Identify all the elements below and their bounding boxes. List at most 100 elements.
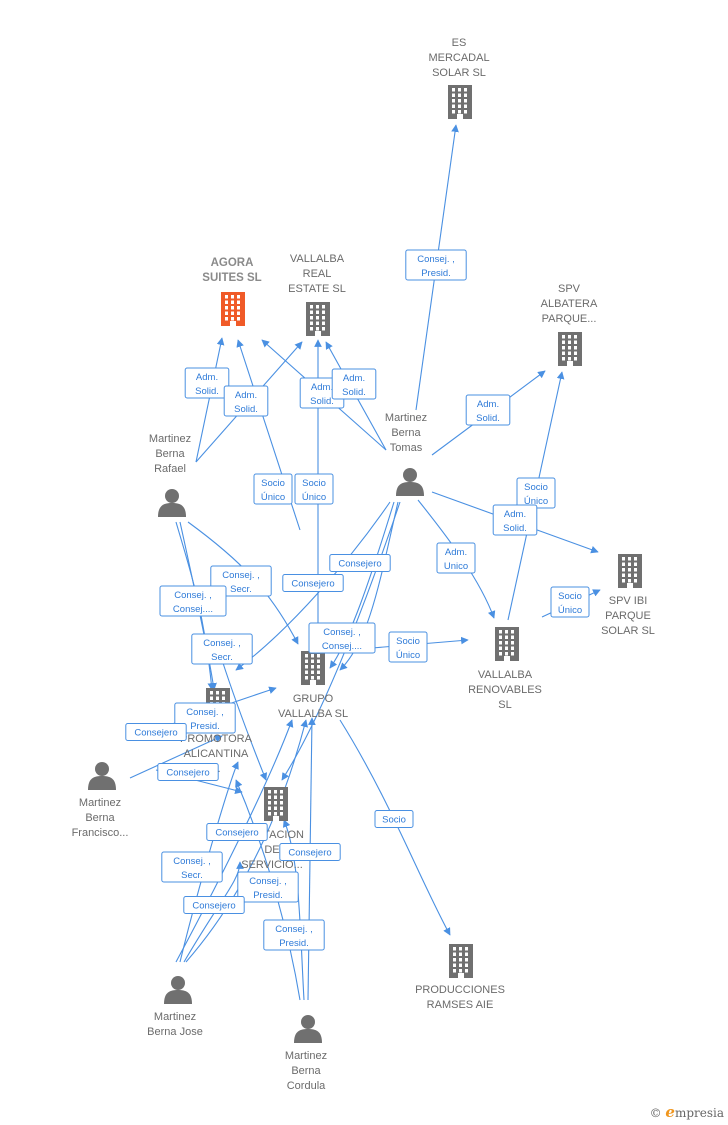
edge-label[interactable]: Consej. ,Presid. [263, 919, 325, 951]
edge-label-box [329, 554, 391, 572]
node-label[interactable]: Francisco... [72, 827, 129, 839]
node-label[interactable]: VALLALBA [478, 669, 533, 681]
node-label[interactable]: Martinez [79, 797, 121, 809]
edge-label[interactable]: Consej. ,Consej.... [308, 622, 376, 654]
node-label[interactable]: RAMSES AIE [427, 999, 494, 1011]
company-node-vallalba-real[interactable]: VALLALBA REAL ESTATE SL [288, 253, 346, 336]
company-node-gestion[interactable]: GESTACIONDESERVICIO... [240, 787, 304, 871]
node-label[interactable]: PARQUE [605, 610, 651, 622]
edge-line [195, 337, 225, 463]
edge-label[interactable]: Consej. ,Consej.... [159, 585, 227, 617]
node-label[interactable]: SPV IBI [609, 595, 648, 607]
person-node-francisco[interactable]: MartinezBernaFrancisco... [72, 762, 129, 839]
node-label[interactable]: VALLALBA SL [278, 708, 348, 720]
node-label[interactable]: SPV [558, 283, 581, 295]
building-icon [301, 651, 325, 685]
node-label[interactable]: PROMOTORA [180, 733, 253, 745]
company-node-vallalba-renov[interactable]: VALLALBA RENOVABLES SL [468, 627, 542, 711]
edge-label-text: Solid. [310, 396, 334, 407]
edge-label-box [191, 633, 253, 665]
edge-label-text: Solid. [476, 413, 500, 424]
edge-line [339, 719, 451, 936]
edge-label[interactable]: Adm.Solid. [223, 385, 269, 417]
company-node-grupo-vallalba[interactable]: GRUPO VALLALBA SL [278, 651, 348, 720]
node-label[interactable]: Martinez [149, 433, 191, 445]
node-label[interactable]: ES [452, 37, 467, 49]
building-icon [618, 554, 642, 588]
node-label[interactable]: Rafael [154, 463, 186, 475]
node-label[interactable]: Cordula [287, 1080, 326, 1092]
edge-label-box [550, 586, 590, 618]
company-node-spv-ibi[interactable]: SPV IBI PARQUE SOLAR SL [601, 554, 655, 637]
edge-label-box [237, 871, 299, 903]
edge-label[interactable]: Consejero [279, 843, 341, 861]
person-icon [158, 489, 186, 517]
node-label[interactable]: MERCADAL [428, 52, 489, 64]
node-label[interactable]: SUITES SL [202, 272, 261, 284]
node-label[interactable]: PARQUE... [542, 313, 597, 325]
edge-label[interactable]: Consejero [329, 554, 391, 572]
node-label[interactable]: AGORA [211, 257, 254, 269]
node-label[interactable]: ALICANTINA [184, 748, 249, 760]
edge-label[interactable]: Consej. ,Presid. [237, 871, 299, 903]
node-label[interactable]: ALBATERA [541, 298, 598, 310]
edge-label[interactable]: Consejero [282, 574, 344, 592]
edge-label[interactable]: Consej. ,Presid. [174, 702, 236, 734]
node-label[interactable]: PRODUCCIONES [415, 984, 505, 996]
edge-label-box [282, 574, 344, 592]
node-label[interactable]: Martinez [154, 1011, 196, 1023]
company-node-es-mercadal[interactable]: ES MERCADAL SOLAR SL [428, 37, 490, 119]
node-label[interactable]: Tomas [390, 442, 423, 454]
building-icon [558, 332, 582, 366]
edge-label-box [161, 851, 223, 883]
node-label[interactable]: Berna [291, 1065, 321, 1077]
edge-label[interactable]: Adm.Solid. [492, 504, 538, 536]
edge-label[interactable]: Consejero [206, 823, 268, 841]
edge-line [221, 659, 268, 781]
empresia-logo[interactable]: © empresia [649, 1103, 724, 1121]
node-label[interactable]: VALLALBA [290, 253, 345, 265]
edge-label[interactable]: Adm.Solid. [331, 368, 377, 400]
edge-label[interactable]: Adm.Solid. [465, 394, 511, 426]
node-label[interactable]: Berna Jose [147, 1026, 203, 1038]
edge-label[interactable]: Consej. ,Secr. [191, 633, 253, 665]
person-icon [396, 468, 424, 496]
company-node-spv-albatera[interactable]: SPV ALBATERA PARQUE... [541, 283, 598, 366]
node-label[interactable]: ESTATE SL [288, 283, 346, 295]
node-label[interactable]: SERVICIO... [241, 859, 303, 871]
company-node-producciones[interactable]: PRODUCCIONES RAMSES AIE [415, 944, 505, 1011]
node-label[interactable]: RENOVABLES [468, 684, 542, 696]
node-label[interactable]: REAL [303, 268, 332, 280]
node-label[interactable]: SL [498, 699, 511, 711]
node-label[interactable]: SOLAR SL [601, 625, 655, 637]
node-label[interactable]: Berna [85, 812, 115, 824]
edge-label[interactable]: Consej. ,Secr. [161, 851, 223, 883]
node-label[interactable]: Martinez [385, 412, 427, 424]
edge-label[interactable]: Adm.Solid. [184, 367, 230, 399]
edge-label[interactable]: Consejero [125, 723, 187, 741]
node-label[interactable]: SOLAR SL [432, 67, 486, 79]
edge-label-box [157, 763, 219, 781]
node-label[interactable]: Berna [391, 427, 421, 439]
company-node-agora[interactable]: AGORA SUITES SL [202, 257, 262, 326]
node-label[interactable]: Martinez [285, 1050, 327, 1062]
edge-label[interactable]: Socio [374, 810, 414, 828]
edge-label[interactable]: Consejero [183, 896, 245, 914]
edge-label[interactable]: Consejero [157, 763, 219, 781]
edge-label[interactable]: Consej. ,Presid. [405, 249, 467, 281]
node-label[interactable]: Berna [155, 448, 185, 460]
edge-label-box [388, 631, 428, 663]
node-label[interactable]: DE [264, 844, 279, 856]
node-label[interactable]: GRUPO [293, 693, 334, 705]
edge-label[interactable]: Adm.Unico [436, 542, 476, 574]
